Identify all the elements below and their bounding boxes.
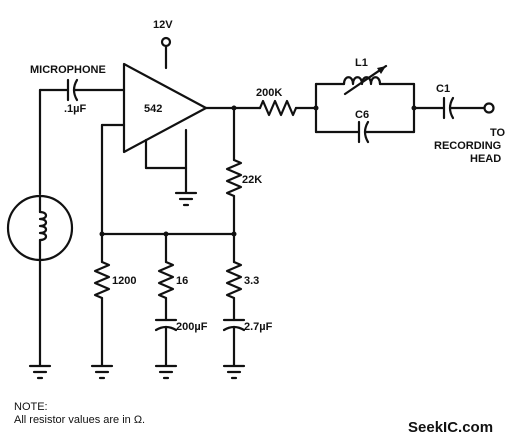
watermark: SeekIC.com	[408, 419, 493, 436]
capacitor-c1	[412, 96, 486, 120]
input-capacitor-label: .1µF	[64, 103, 87, 115]
opamp-label: 542	[144, 103, 162, 115]
note-title: NOTE:	[14, 401, 48, 413]
capacitor-c1-label: C1	[436, 83, 450, 95]
ground-symbol	[222, 364, 246, 380]
opamp	[122, 62, 208, 154]
ground-symbol	[28, 364, 52, 380]
inductor-l1-label: L1	[355, 57, 368, 69]
supply-label: 12V	[153, 19, 173, 31]
resistor-22k	[225, 106, 243, 236]
capacitor-2-7uf-label: 2.7µF	[244, 321, 273, 333]
capacitor-200uf	[154, 318, 178, 367]
capacitor-c6-label: C6	[355, 109, 369, 121]
output-label-line3: HEAD	[470, 153, 501, 165]
resistor-16	[157, 232, 175, 322]
opamp-ground-wire	[144, 128, 188, 194]
resistor-16-label: 16	[176, 275, 188, 287]
capacitor-2-7uf	[222, 318, 246, 367]
resistor-3-3	[225, 232, 243, 322]
output-label-line1: TO	[490, 127, 506, 139]
input-capacitor	[38, 78, 126, 102]
supply-terminal	[160, 36, 172, 70]
ground-symbol	[154, 364, 178, 380]
resistor-200k	[258, 99, 318, 117]
resistor-1200	[93, 232, 111, 367]
resistor-22k-label: 22K	[242, 174, 262, 186]
ground-symbol	[90, 364, 114, 380]
capacitor-c6	[314, 120, 416, 144]
resistor-3-3-label: 3.3	[244, 275, 259, 287]
tank-frame	[313, 82, 417, 134]
resistor-1200-label: 1200	[112, 275, 136, 287]
output-terminal	[483, 102, 495, 114]
output-label-line2: RECORDING	[434, 140, 501, 152]
feedback-input-wire	[100, 123, 126, 236]
resistor-200k-label: 200K	[256, 87, 282, 99]
inductor-l1	[314, 64, 416, 96]
capacitor-200uf-label: 200µF	[176, 321, 208, 333]
ground-symbol	[174, 191, 198, 207]
microphone-icon	[6, 194, 74, 262]
microphone-label: MICROPHONE	[30, 64, 106, 76]
note-text: All resistor values are in Ω.	[14, 414, 145, 426]
